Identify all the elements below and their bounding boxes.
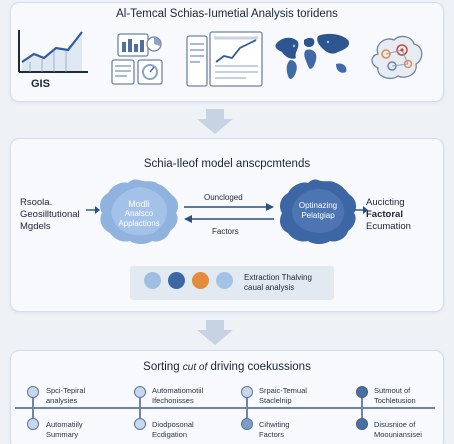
lower-item-3: Cihwiting Factors (259, 420, 289, 439)
upper-item-4: Sutmout of Tochletusion (374, 386, 416, 405)
upper-item-line: Spci-Tepiral (46, 386, 86, 395)
left-blob-line: Modli (128, 199, 150, 209)
left-text-line: Mgdels (20, 221, 51, 232)
right-blob-label: Optinazing Pelatgiap (283, 201, 353, 221)
right-text-line: Ecumation (366, 221, 411, 232)
timeline-tick (139, 409, 141, 418)
down-arrow-1 (197, 109, 233, 134)
left-models-text: Rsoola. Geosilltutional Mgdels (20, 197, 80, 233)
timeline-node-upper-4 (356, 386, 368, 398)
legend-dot-pale-blue (216, 272, 233, 289)
timeline-tick (246, 409, 248, 418)
lower-item-line: Diodposonal (152, 420, 194, 429)
top-panel-title: Al-Temcal Schias-Iumetial Analysis torid… (116, 8, 338, 20)
lower-item-line: Moouniansisei (374, 429, 422, 439)
lower-item-line: Automatiily (46, 420, 83, 429)
arrow-top-label: Ouncloged (204, 193, 243, 202)
timeline-node-lower-3 (241, 418, 253, 430)
timeline-tick (139, 398, 141, 407)
down-arrow-2 (197, 320, 233, 345)
left-blob-line: Applactions (118, 219, 160, 228)
lower-item-1: Automatiily Summary (46, 420, 83, 439)
bottom-title-italic: cut of (182, 362, 208, 373)
left-blob-label: Modli Analsco Applactions (104, 199, 174, 229)
timeline-tick (361, 409, 363, 418)
legend-dot-dark-blue (168, 272, 185, 289)
upper-item-line: Staclelnip (259, 395, 292, 405)
upper-item-line: Sutmout of (374, 386, 411, 395)
lower-item-line: Ecdigation (152, 429, 188, 439)
bottom-panel-title: Sorting cut of driving coekussions (0, 361, 454, 373)
right-blob-line: Pelatgiap (301, 211, 335, 220)
left-blob-line: Analsco (124, 209, 154, 218)
right-blob-line: Optinazing (298, 201, 338, 210)
bottom-title-suffix: driving coekussions (210, 361, 311, 373)
timeline-node-lower-2 (134, 418, 146, 430)
left-text-line: Geosilltutional (20, 209, 80, 220)
upper-item-line: Ifechonisses (152, 395, 194, 405)
timeline-tick (32, 409, 34, 418)
legend-dot-light-blue (144, 272, 161, 289)
timeline-node-lower-1 (27, 418, 39, 430)
line-chart-icon (18, 30, 88, 73)
small-arrow-icon (86, 206, 100, 214)
timeline-node-lower-4 (356, 418, 368, 430)
upper-item-1: Spci-Tepiral analysies (46, 386, 85, 405)
right-text-line: Aucicting (366, 197, 405, 208)
left-arrow-icon (184, 215, 274, 223)
report-icon (186, 31, 263, 87)
analysis-blob-shape (100, 179, 179, 244)
brain-icon (371, 35, 423, 80)
legend-dot-orange (192, 272, 209, 289)
timeline-node-upper-1 (27, 386, 39, 398)
right-factoral-text: Aucicting Factoral Ecumation (366, 197, 411, 233)
upper-item-line: analysies (46, 395, 78, 405)
lower-item-line: Disusnioe of (374, 420, 416, 429)
lower-item-line: Summary (46, 429, 79, 439)
timeline-node-upper-2 (134, 386, 146, 398)
lower-item-2: Diodposonal Ecdigation (152, 420, 194, 439)
left-text-line: Rsoola. (20, 197, 53, 208)
upper-item-line: Srpaic-Temual (259, 386, 307, 395)
lower-item-line: Cihwiting (259, 420, 290, 429)
upper-item-2: Automatiomotiil Ifechonisses (152, 386, 203, 405)
small-arrow-icon (354, 206, 368, 214)
middle-panel-title: Schia-Ileof model anscpcmtends (143, 158, 311, 170)
timeline-line (15, 407, 435, 409)
lower-item-line: Factors (259, 429, 285, 439)
bottom-title-prefix: Sorting (143, 361, 180, 373)
upper-item-line: Tochletusion (374, 395, 416, 405)
legend-line: caual analysis (244, 283, 295, 292)
lower-item-4: Disusnioe of Moouniansisei (374, 420, 422, 439)
upper-item-3: Srpaic-Temual Staclelnip (259, 386, 307, 405)
world-map-icon (275, 33, 350, 79)
upper-item-line: Automatiomotiil (152, 386, 204, 395)
dashboard-icon (111, 33, 163, 85)
timeline-node-upper-3 (241, 386, 253, 398)
right-arrow-icon (184, 203, 274, 211)
timeline-tick (246, 398, 248, 407)
gis-label: GIS (31, 78, 50, 90)
right-text-line-bold: Factoral (366, 209, 403, 220)
optimizing-blob-shape (280, 179, 357, 244)
timeline-tick (32, 398, 34, 407)
timeline-tick (361, 398, 363, 407)
conclusions-panel (10, 350, 444, 444)
legend-line: Extraction Thalving (244, 273, 312, 282)
legend-text: Extraction Thalving caual analysis (244, 273, 312, 293)
arrow-bottom-label: Factors (212, 227, 239, 236)
